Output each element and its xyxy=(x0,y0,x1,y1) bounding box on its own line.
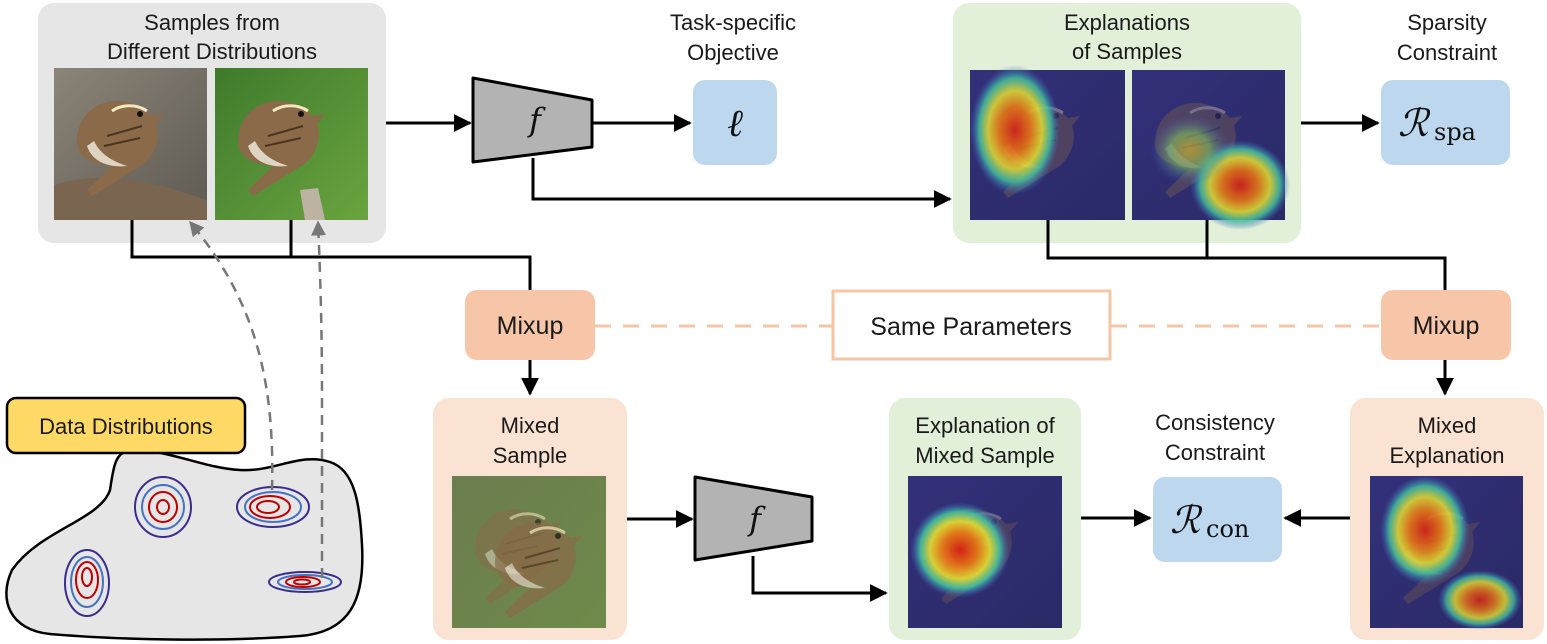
expl-title-2: of Samples xyxy=(1072,39,1182,64)
mixed-sample-title-1: Mixed xyxy=(501,413,560,438)
r-spa-symbol: ℛ xyxy=(1398,101,1431,145)
sparsity-title-2: Constraint xyxy=(1397,40,1497,65)
sample-photo-1 xyxy=(54,68,207,220)
explanation-heatmap-1 xyxy=(970,65,1125,220)
loss-symbol: ℓ xyxy=(727,101,743,145)
mixed-expl-title-1: Mixed xyxy=(1418,413,1477,438)
samples-title-1: Samples from xyxy=(144,10,280,35)
mixed-sample-title-2: Sample xyxy=(493,443,568,468)
r-con-symbol: ℛ xyxy=(1170,498,1203,542)
data-distributions-label: Data Distributions xyxy=(5,396,247,455)
r-con-sub: con xyxy=(1206,515,1249,543)
explanation-mixed-heatmap xyxy=(908,476,1062,628)
loss-box: ℓ xyxy=(693,80,777,165)
distribution-cluster-4 xyxy=(268,571,342,593)
mixed-sample-photo xyxy=(452,476,606,628)
sample-photo-2 xyxy=(215,68,368,220)
explanation-mixed-panel: Explanation of Mixed Sample xyxy=(889,398,1081,640)
task-title-2: Objective xyxy=(687,40,779,65)
consistency-title-1: Consistency xyxy=(1155,410,1275,435)
data-distributions-blob xyxy=(5,449,364,641)
expl-title-1: Explanations xyxy=(1064,10,1190,35)
mixed-expl-title-2: Explanation xyxy=(1390,443,1505,468)
expl-mixed-title-1: Explanation of xyxy=(915,413,1055,438)
mixed-explanation-heatmap xyxy=(1370,475,1523,630)
explanations-panel: Explanations of Samples xyxy=(953,3,1301,243)
distribution-cluster-1 xyxy=(134,476,192,538)
data-distributions-text: Data Distributions xyxy=(39,414,213,439)
mixup-right-label: Mixup xyxy=(1413,312,1480,340)
consistency-box: ℛ con xyxy=(1153,477,1282,562)
mixup-left-label: Mixup xyxy=(497,312,564,340)
sparsity-title-1: Sparsity xyxy=(1407,10,1486,35)
sparsity-box: ℛ spa xyxy=(1381,80,1510,165)
samples-title-2: Different Distributions xyxy=(107,39,317,64)
mixup-right-box: Mixup xyxy=(1381,290,1511,360)
mixed-sample-panel: Mixed Sample xyxy=(433,398,627,640)
mixed-explanation-panel: Mixed Explanation xyxy=(1350,398,1544,640)
same-parameters-box: Same Parameters xyxy=(831,289,1112,361)
consistency-title-2: Constraint xyxy=(1165,440,1265,465)
mixup-left-box: Mixup xyxy=(465,290,595,360)
model-f-bottom: f xyxy=(693,475,814,562)
explanation-heatmap-2 xyxy=(1132,70,1290,230)
samples-panel: Samples from Different Distributions xyxy=(38,3,386,243)
same-parameters-label: Same Parameters xyxy=(870,313,1071,341)
distribution-cluster-3 xyxy=(64,549,110,617)
expl-mixed-title-2: Mixed Sample xyxy=(915,443,1054,468)
task-title-1: Task-specific xyxy=(670,10,796,35)
model-f-top: f xyxy=(471,76,594,164)
r-spa-sub: spa xyxy=(1434,118,1476,146)
